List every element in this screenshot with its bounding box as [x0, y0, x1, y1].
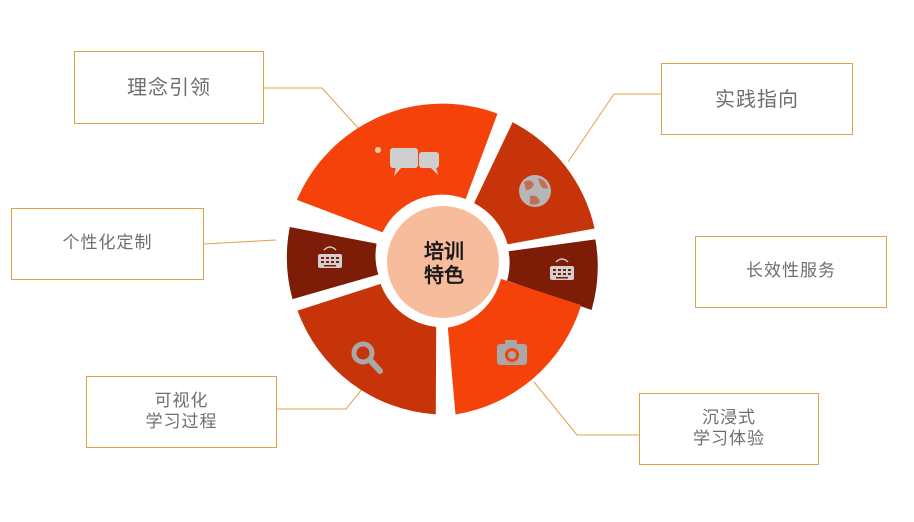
- label-immersive-line2: 学习体验: [693, 429, 765, 449]
- keyboard-icon-left: [318, 246, 342, 268]
- label-visual[interactable]: 可视化 学习过程: [86, 376, 277, 448]
- label-immersive[interactable]: 沉浸式 学习体验: [639, 393, 819, 465]
- segment-bottom-left[interactable]: [297, 283, 437, 415]
- center-title: 培训 特色: [392, 228, 496, 298]
- label-longterm-text: 长效性服务: [746, 261, 836, 282]
- camera-icon: [497, 340, 527, 365]
- label-practice-text: 实践指向: [715, 86, 799, 111]
- magnifier-icon: [351, 341, 383, 374]
- keyboard-icon-right: [550, 258, 574, 280]
- center-title-line2: 特色: [424, 263, 464, 287]
- label-philosophy-text: 理念引领: [127, 75, 211, 99]
- connector-dot: [375, 147, 381, 153]
- label-personalized[interactable]: 个性化定制: [11, 208, 204, 280]
- label-philosophy[interactable]: 理念引领: [74, 51, 264, 124]
- center-circle: [387, 206, 499, 318]
- label-personalized-text: 个性化定制: [62, 233, 153, 254]
- label-visual-line2: 学习过程: [145, 412, 218, 432]
- label-visual-line1: 可视化: [154, 390, 209, 411]
- label-immersive-line1: 沉浸式: [702, 407, 756, 428]
- center-title-line1: 培训: [424, 239, 464, 263]
- globe-icon: [519, 175, 551, 207]
- chat-bubbles-icon: [390, 148, 439, 176]
- label-practice[interactable]: 实践指向: [661, 63, 853, 135]
- connector-personalized: [203, 239, 277, 245]
- connector-immersive: [533, 381, 639, 436]
- label-longterm[interactable]: 长效性服务: [695, 236, 887, 308]
- connector-practice: [567, 93, 661, 163]
